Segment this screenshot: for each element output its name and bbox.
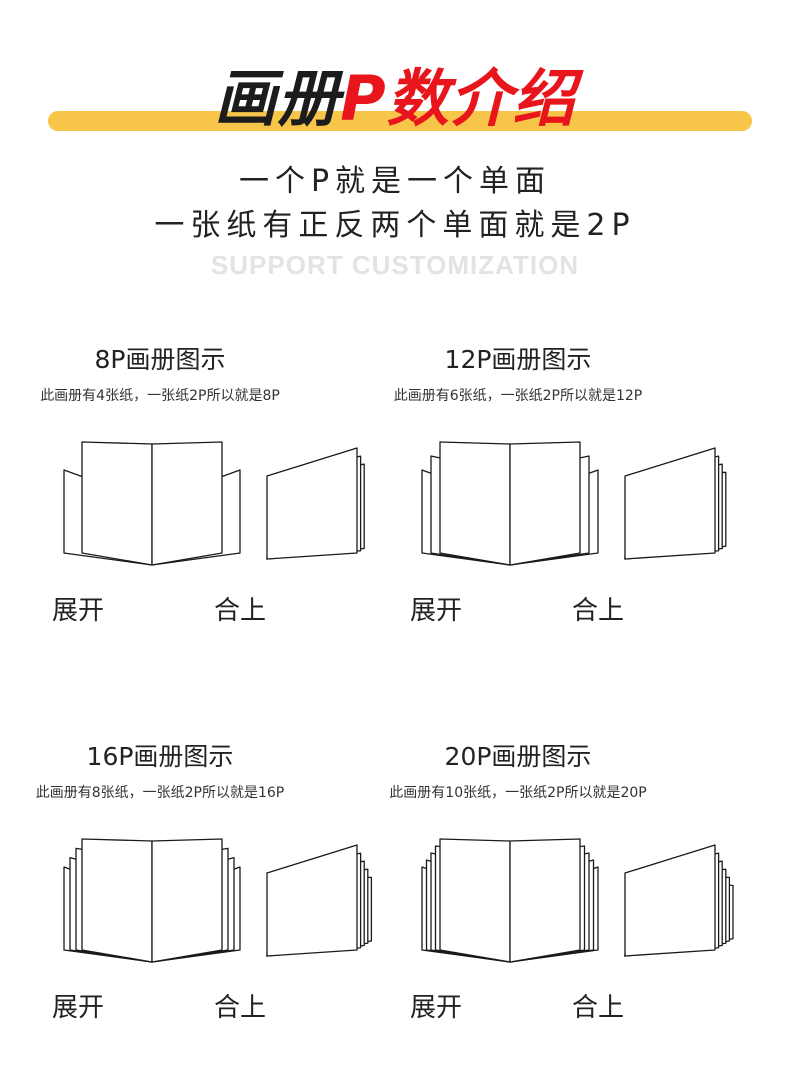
closed-leaf: [266, 844, 358, 957]
open-label: 展开: [51, 993, 104, 1023]
page-right: [151, 838, 223, 963]
panel-title: 8P画册图示: [94, 345, 226, 374]
closed-label: 合上: [213, 596, 266, 626]
closed-label: 合上: [571, 596, 624, 626]
page-left: [439, 838, 511, 963]
panel-description: 此画册有8张纸，一张纸2P所以就是16P: [35, 785, 285, 801]
intro-line-1: 一个P就是一个单面: [238, 164, 552, 199]
title-red-part: P数介绍: [340, 62, 576, 135]
panel-description: 此画册有6张纸，一张纸2P所以就是12P: [393, 388, 643, 404]
panel-title: 12P画册图示: [444, 345, 592, 374]
panel-title: 16P画册图示: [86, 742, 234, 771]
page-left: [81, 441, 153, 566]
page-title: 画册P数介绍: [0, 64, 790, 134]
closed-leaf: [624, 844, 716, 957]
page-left: [439, 441, 511, 566]
open-label: 展开: [51, 596, 104, 626]
book-illustration: [63, 441, 365, 566]
open-label: 展开: [409, 596, 462, 626]
english-subtitle: SUPPORT CUSTOMIZATION: [210, 250, 580, 280]
page-left: [81, 838, 153, 963]
page-right: [509, 441, 581, 566]
page-right: [509, 838, 581, 963]
title-highlight-bar: [48, 111, 752, 131]
open-label: 展开: [409, 993, 462, 1023]
intro-line-2: 一张纸有正反两个单面就是2P: [154, 208, 636, 243]
book-illustration: [63, 838, 373, 963]
closed-label: 合上: [571, 993, 624, 1023]
closed-leaf: [624, 447, 716, 560]
closed-label: 合上: [213, 993, 266, 1023]
panel-description: 此画册有4张纸，一张纸2P所以就是8P: [40, 388, 280, 404]
book-illustration: [421, 838, 734, 963]
book-illustration: [421, 441, 727, 566]
closed-leaf: [266, 447, 358, 560]
panel-description: 此画册有10张纸，一张纸2P所以就是20P: [389, 785, 647, 801]
panel-title: 20P画册图示: [444, 742, 592, 771]
page-right: [151, 441, 223, 566]
title-black-part: 画册: [214, 62, 341, 135]
